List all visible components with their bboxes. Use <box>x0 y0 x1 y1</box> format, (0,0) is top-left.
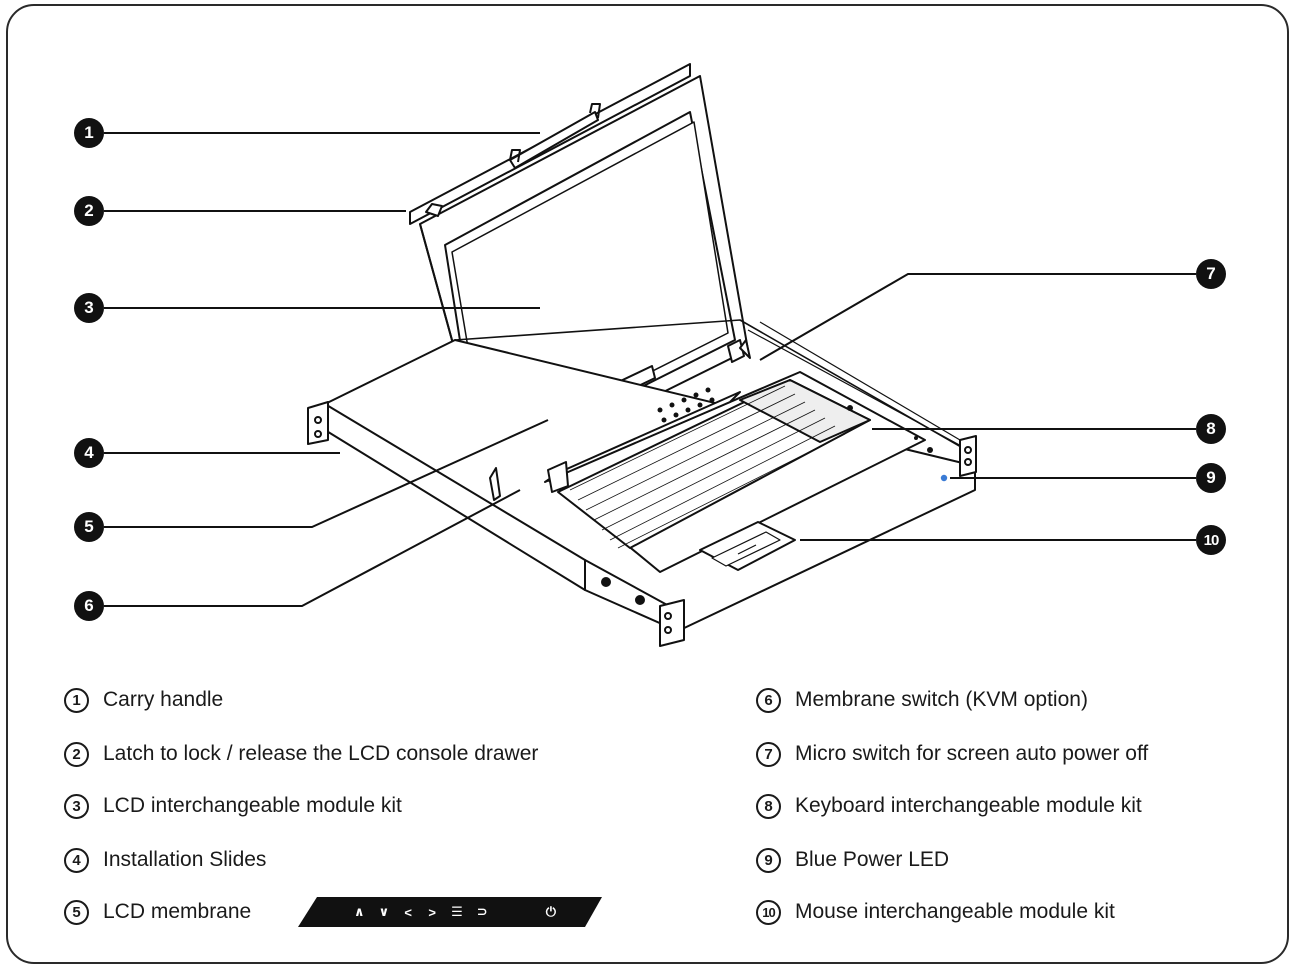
callout-9: 9 <box>1196 463 1226 493</box>
right-rack-ear <box>959 435 977 477</box>
callout-4: 4 <box>74 438 104 468</box>
legend-label: Blue Power LED <box>795 848 950 871</box>
legend-label: Latch to lock / release the LCD console … <box>103 742 539 765</box>
kvm-button-dots <box>657 387 933 453</box>
legend-label: LCD membrane <box>103 900 252 923</box>
legend-label: Mouse interchangeable module kit <box>795 900 1115 923</box>
legend-item: 1 Carry handle <box>64 684 223 716</box>
keycaps <box>569 385 846 549</box>
legend-item: 7 Micro switch for screen auto power off <box>756 738 1148 770</box>
micro-switch <box>727 339 745 363</box>
callout-2: 2 <box>74 196 104 226</box>
legend-item: 5 LCD membrane <box>64 896 251 928</box>
legend-item: 4 Installation Slides <box>64 844 266 876</box>
legend-number: 3 <box>64 793 89 819</box>
legend-label: LCD interchangeable module kit <box>103 794 402 817</box>
legend-number: 8 <box>756 793 781 819</box>
front-rack-ear <box>659 599 685 647</box>
legend-item: 6 Membrane switch (KVM option) <box>756 684 1088 716</box>
menu-icon: ☰ <box>451 904 463 919</box>
callout-10: 10 <box>1196 525 1226 555</box>
legend-label: Membrane switch (KVM option) <box>795 688 1088 711</box>
legend-number: 7 <box>756 741 781 767</box>
callout-7: 7 <box>1196 259 1226 289</box>
right-icon: > <box>428 904 436 920</box>
legend-number: 4 <box>64 847 89 873</box>
power-icon: ⏻ <box>545 904 556 919</box>
blue-power-led <box>940 474 948 482</box>
carry-handle <box>509 103 601 169</box>
legend-number: 9 <box>756 847 781 873</box>
latch <box>425 203 443 217</box>
legend-number: 10 <box>756 899 781 925</box>
legend-item: 10 Mouse interchangeable module kit <box>756 896 1115 928</box>
legend-label: Installation Slides <box>103 848 267 871</box>
legend-label: Keyboard interchangeable module kit <box>795 794 1142 817</box>
keyboard-tray <box>547 371 926 573</box>
down-icon: ∨ <box>378 904 390 919</box>
legend-item: 9 Blue Power LED <box>756 844 949 876</box>
callout-3: 3 <box>74 293 104 323</box>
callout-5: 5 <box>74 512 104 542</box>
diagram-frame <box>6 4 1289 964</box>
legend-item: 2 Latch to lock / release the LCD consol… <box>64 738 538 770</box>
legend-number: 5 <box>64 899 89 925</box>
legend-label: Micro switch for screen auto power off <box>795 742 1149 765</box>
up-icon: ∧ <box>354 904 365 919</box>
callout-6: 6 <box>74 591 104 621</box>
lcd-membrane-graphic: ∧ ∨ < > ☰ ⊃ ⏻ <box>297 896 603 928</box>
return-icon: ⊃ <box>476 904 488 919</box>
legend-label: Carry handle <box>103 688 224 711</box>
legend-item: 3 LCD interchangeable module kit <box>64 790 402 822</box>
legend-number: 6 <box>756 687 781 713</box>
callout-1: 1 <box>74 118 104 148</box>
legend-number: 1 <box>64 687 89 713</box>
leader-lines <box>104 132 1196 607</box>
left-icon: < <box>404 904 412 920</box>
callout-8: 8 <box>1196 414 1226 444</box>
touchpad <box>699 521 796 571</box>
legend-item: 8 Keyboard interchangeable module kit <box>756 790 1142 822</box>
legend-number: 2 <box>64 741 89 767</box>
